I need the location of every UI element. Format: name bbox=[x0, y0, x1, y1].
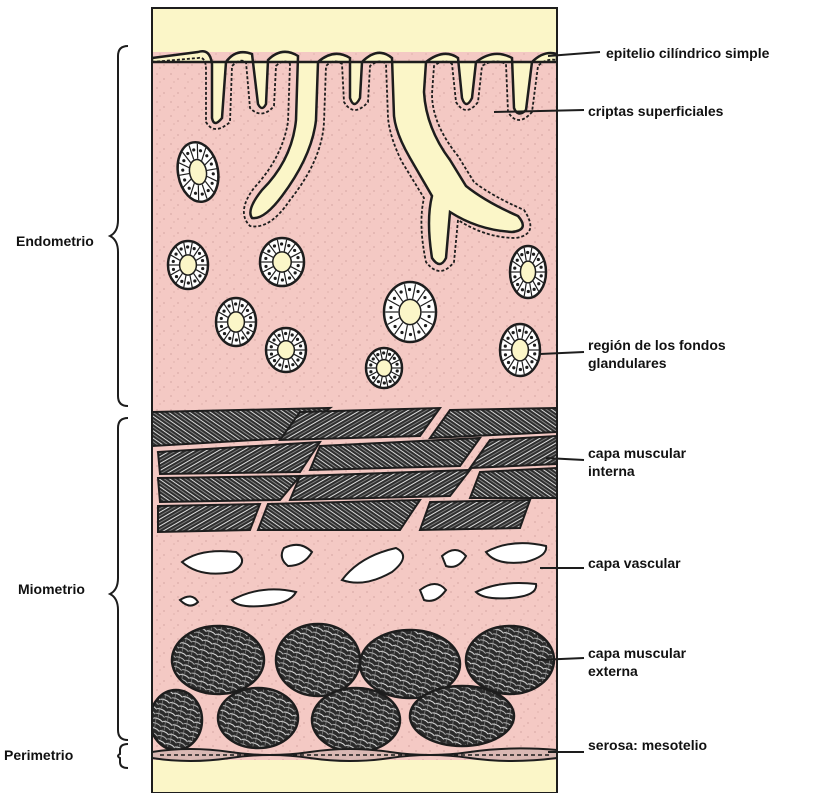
label-fondos-line1: región de los fondos bbox=[588, 336, 726, 354]
layer-label-perimetrio: Perimetrio bbox=[4, 746, 73, 764]
myometrium-brace bbox=[110, 418, 128, 740]
gland-cross-section bbox=[266, 328, 306, 372]
muscle-fiber-bundle bbox=[470, 468, 557, 498]
layer-braces bbox=[110, 46, 128, 768]
perimetrium-brace bbox=[118, 744, 128, 768]
gland-cross-section bbox=[500, 324, 540, 376]
muscle-fiber-bundle bbox=[258, 500, 420, 530]
muscle-bundle bbox=[218, 688, 298, 748]
gland-cross-section bbox=[384, 282, 436, 342]
muscle-bundle bbox=[410, 686, 514, 746]
gland-cross-section bbox=[260, 238, 304, 286]
tissue-panel bbox=[150, 8, 557, 793]
muscle-bundle bbox=[172, 626, 264, 694]
muscle-fiber-bundle bbox=[430, 408, 557, 438]
muscle-fiber-bundle bbox=[420, 500, 530, 530]
muscle-fiber-bundle bbox=[290, 470, 470, 500]
label-vascular: capa vascular bbox=[588, 554, 681, 572]
gland-cross-section bbox=[366, 348, 402, 388]
label-fondos-line2: glandulares bbox=[588, 354, 667, 372]
endometrium-brace bbox=[110, 46, 128, 406]
gland-cross-section bbox=[168, 241, 208, 289]
label-criptas: criptas superficiales bbox=[588, 102, 723, 120]
muscle-bundle bbox=[150, 690, 202, 750]
muscle-fiber-bundle bbox=[158, 504, 260, 532]
label-serosa: serosa: mesotelio bbox=[588, 736, 707, 754]
label-epitelio: epitelio cilíndrico simple bbox=[606, 44, 769, 62]
muscle-fiber-bundle bbox=[158, 476, 300, 502]
muscle-bundle bbox=[276, 624, 360, 696]
gland-cross-section bbox=[510, 246, 546, 298]
layer-label-miometrio: Miometrio bbox=[18, 580, 85, 598]
muscle-fiber-bundle bbox=[280, 408, 440, 440]
label-muscular-externa-line2: externa bbox=[588, 662, 638, 680]
muscle-bundle bbox=[312, 688, 400, 752]
layer-label-endometrio: Endometrio bbox=[16, 232, 94, 250]
label-muscular-interna-line1: capa muscular bbox=[588, 444, 686, 462]
label-muscular-externa-line1: capa muscular bbox=[588, 644, 686, 662]
gland-cross-section bbox=[216, 298, 256, 346]
label-muscular-interna-line2: interna bbox=[588, 462, 635, 480]
